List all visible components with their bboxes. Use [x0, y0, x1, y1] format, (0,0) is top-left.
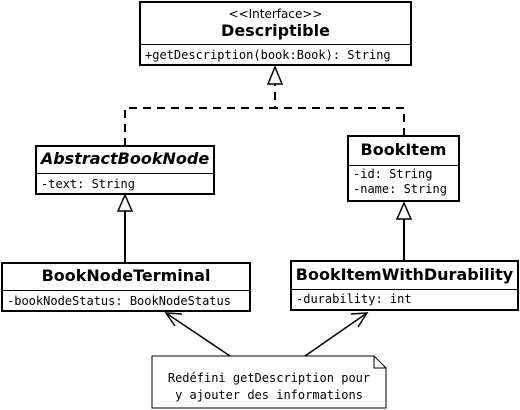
class-header: <<Interface>> Descriptible [141, 3, 410, 45]
class-name: Descriptible [221, 21, 330, 40]
attribute-list: -durability: int [292, 290, 517, 308]
class-booknodeterminal[interactable]: BookNodeTerminal -bookNodeStatus: BookNo… [1, 262, 251, 312]
note-line: y ajouter des informations [175, 388, 363, 402]
class-bookitem[interactable]: BookItem -id: String -name: String [347, 135, 460, 202]
method-item: +getDescription(book:Book): String [145, 48, 391, 62]
class-name: BookNodeTerminal [41, 266, 211, 285]
inheritance-arrowhead-bookitem [395, 201, 413, 220]
realization-arrowhead [266, 65, 284, 85]
note-arrowhead-booknodeterminal [164, 312, 183, 327]
attribute-list: -id: String -name: String [349, 166, 458, 198]
attribute-item: -text: String [41, 177, 135, 191]
note-line: Redéfini getDescription pour [167, 371, 371, 385]
class-name: BookItem [360, 140, 447, 159]
class-header: AbstractBookNode [37, 147, 213, 174]
attribute-item: -bookNodeStatus: BookNodeStatus [7, 294, 231, 308]
class-name: BookItemWithDurability [295, 265, 514, 284]
class-name: AbstractBookNode [40, 149, 210, 168]
method-list: +getDescription(book:Book): String [141, 45, 410, 64]
class-header: BookNodeTerminal [3, 264, 249, 291]
realization-line-bookitem [275, 107, 405, 136]
note-arrow-bookitemwithdurability [304, 312, 368, 357]
inheritance-arrowhead-abstractbooknode [116, 193, 134, 212]
note-arrow-booknodeterminal [165, 312, 231, 357]
class-descriptible[interactable]: <<Interface>> Descriptible +getDescripti… [139, 1, 412, 66]
class-header: BookItem [349, 137, 458, 166]
note[interactable]: Redéfini getDescription pour y ajouter d… [152, 356, 386, 408]
note-shape [151, 355, 387, 409]
attribute-list: -text: String [37, 174, 213, 193]
attribute-item: -id: String [353, 167, 433, 181]
note-folded-corner [373, 356, 386, 369]
attribute-item: -durability: int [296, 292, 412, 306]
attribute-list: -bookNodeStatus: BookNodeStatus [3, 291, 249, 310]
realization-line-abstractbooknode [124, 84, 276, 146]
stereotype-label: <<Interface>> [228, 7, 323, 21]
attribute-item: -name: String [353, 182, 447, 196]
class-bookitemwithdurability[interactable]: BookItemWithDurability -durability: int [290, 260, 519, 311]
class-header: BookItemWithDurability [292, 262, 517, 290]
note-arrowhead-bookitemwithdurability [350, 312, 369, 328]
class-abstractbooknode[interactable]: AbstractBookNode -text: String [35, 145, 215, 195]
